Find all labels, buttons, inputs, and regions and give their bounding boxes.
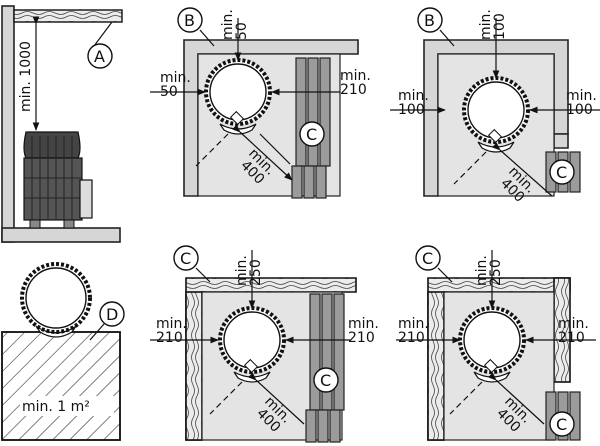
heater-side [23, 131, 93, 229]
label-d: D [106, 305, 118, 324]
c1-right-label-2: 210 [348, 330, 375, 346]
c2-heater [458, 306, 526, 383]
c1-left-label-1: min. [156, 316, 187, 332]
area-label: min. 1 m² [22, 399, 90, 415]
b2-label-c: C [556, 163, 567, 182]
panel-b2: min. 100 min. 100 min. 400 B C [390, 7, 600, 206]
panel-c1: min. 210 min. 210 min. 400 C C [150, 245, 379, 443]
side-wall [1, 5, 15, 243]
b2-right-label-1: min. [566, 88, 597, 104]
side-view: min. 1000 A [1, 5, 123, 243]
b2-label-b: B [424, 11, 435, 30]
b1-left-label-1: min. [160, 70, 191, 86]
b1-heater [204, 58, 272, 135]
c2-right-label-2: 210 [558, 330, 585, 346]
label-a-circle [87, 43, 113, 69]
c1-top-label-text: min.250 [234, 255, 264, 286]
label-a: A [94, 47, 105, 66]
b2-heater [462, 76, 530, 153]
b1-top-label-text: min.50 [220, 9, 250, 40]
b2-left-label-1: min. [398, 88, 429, 104]
c1-left-label-2: 210 [156, 330, 183, 346]
ceiling-panel [13, 9, 123, 23]
panel-d: min. 1 m² D [1, 262, 125, 441]
c1-right-label-1: min. [348, 316, 379, 332]
label-d-circle [99, 301, 125, 327]
c2-right-label-1: min. [558, 316, 589, 332]
c2-label-c-top: C [422, 249, 433, 268]
b2-top-label-text: min.100 [478, 9, 508, 40]
b2-right-label-2: 100 [566, 102, 593, 118]
b2-left-label-2: 100 [398, 102, 425, 118]
rotated-top-labels: min.50 min.100 min.250 min.250 [220, 9, 508, 286]
b1-label-c: C [306, 125, 317, 144]
c1-label-c-top: C [180, 249, 191, 268]
c1-heater [218, 306, 286, 383]
b1-label-b: B [184, 11, 195, 30]
height-label: min. 1000 [18, 41, 34, 112]
c2-label-c-bench: C [556, 415, 567, 434]
b1-right-label-2: 210 [340, 82, 367, 98]
b1-bench [291, 57, 331, 199]
c2-top-label-text: min.250 [474, 255, 504, 286]
heater-top-d [20, 262, 92, 338]
b1-left-label-2: 50 [160, 84, 178, 100]
panel-c2: min. 210 min. 210 min. 400 C C [396, 245, 596, 441]
side-floor [1, 227, 121, 243]
c2-left-label-2: 210 [398, 330, 425, 346]
b1-right-label-1: min. [340, 68, 371, 84]
c2-left-label-1: min. [398, 316, 429, 332]
c1-label-c-bench: C [320, 371, 331, 390]
c1-bench [305, 293, 345, 443]
panel-b1: min. 50 min. 210 min. 400 B C [150, 7, 371, 199]
